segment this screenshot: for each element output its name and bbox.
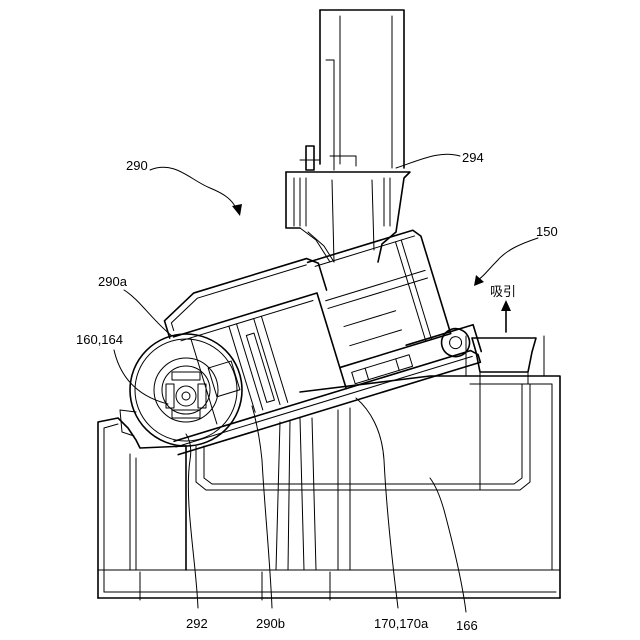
label-290b: 290b bbox=[256, 616, 285, 631]
label-294: 294 bbox=[462, 150, 484, 165]
base-housing bbox=[98, 376, 560, 600]
label-160-164: 160,164 bbox=[76, 332, 123, 347]
label-suction: 吸引 bbox=[490, 285, 516, 300]
suction-port bbox=[466, 300, 544, 490]
label-290a: 290a bbox=[98, 274, 128, 289]
label-150: 150 bbox=[536, 224, 558, 239]
leader-lines bbox=[114, 154, 538, 612]
label-166: 166 bbox=[456, 618, 478, 633]
label-290: 290 bbox=[126, 158, 148, 173]
label-292: 292 bbox=[186, 616, 208, 631]
tilted-body bbox=[134, 218, 484, 455]
label-170-170a: 170,170a bbox=[374, 616, 429, 631]
vertical-duct bbox=[286, 10, 410, 262]
reference-labels: 290 294 150 吸引 290a 160,164 292 290b 170… bbox=[76, 150, 558, 633]
